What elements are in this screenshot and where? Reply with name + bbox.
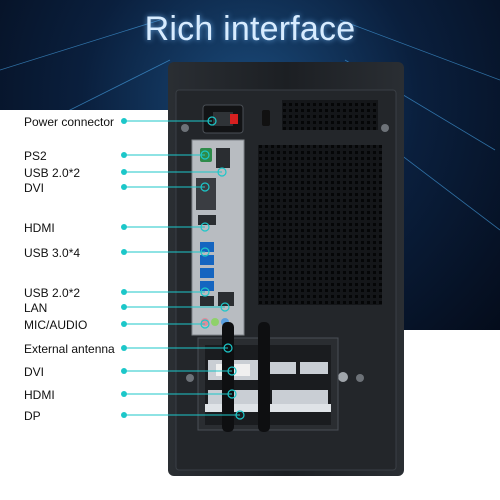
label-dp-card: DP <box>24 409 41 423</box>
pc-case <box>168 62 404 476</box>
label-hdmi-io: HDMI <box>24 221 55 235</box>
label-panel <box>0 110 170 500</box>
page-title: Rich interface <box>144 10 356 48</box>
label-ps2: PS2 <box>24 149 47 163</box>
label-dvi-card: DVI <box>24 365 45 379</box>
label-usb3: USB 3.0*4 <box>24 246 81 260</box>
label-dvi-io: DVI <box>24 181 45 195</box>
label-mic-audio: MIC/AUDIO <box>24 318 88 332</box>
label-usb2-top: USB 2.0*2 <box>24 166 81 180</box>
antenna-left <box>222 322 234 432</box>
label-usb2-bottom: USB 2.0*2 <box>24 286 81 300</box>
antenna-right <box>258 322 270 432</box>
label-lan: LAN <box>24 301 48 315</box>
label-external-antenna: External antenna <box>24 342 115 356</box>
label-hdmi-card: HDMI <box>24 388 55 402</box>
right-panel <box>400 330 500 500</box>
label-power-connector: Power connector <box>24 115 115 129</box>
